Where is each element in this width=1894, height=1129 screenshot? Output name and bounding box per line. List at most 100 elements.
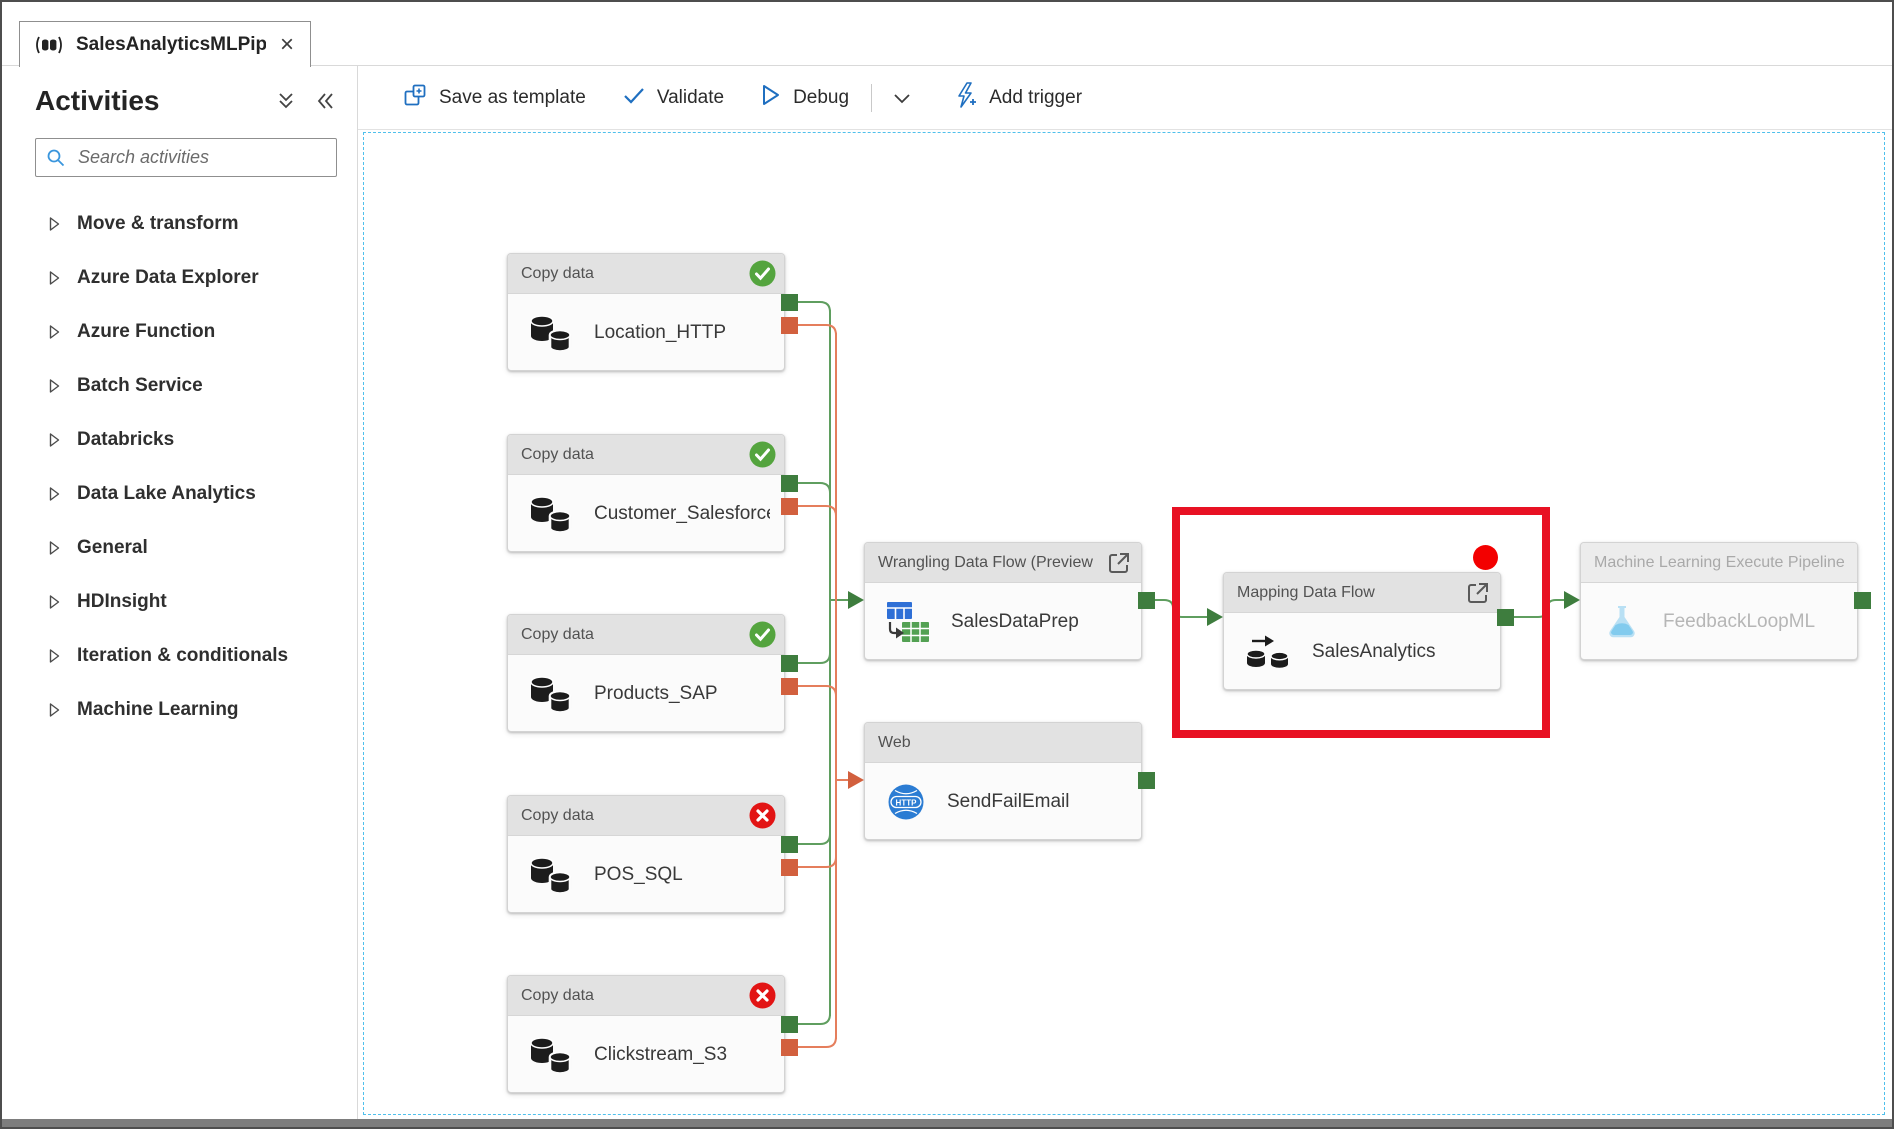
debug-button[interactable]: Debug: [760, 83, 849, 112]
collapse-all-icon[interactable]: [275, 90, 297, 112]
node-name-label: POS_SQL: [594, 863, 683, 885]
sidebar-item-label: Move & transform: [77, 213, 239, 234]
debug-options-chevron-icon[interactable]: [890, 86, 914, 110]
save-as-template-icon: [402, 82, 428, 113]
copy-data-icon: [528, 1034, 574, 1076]
sidebar-item-hdinsight[interactable]: HDInsight: [35, 575, 337, 629]
sidebar-item-label: Databricks: [77, 429, 175, 450]
node-name-label: FeedbackLoopML: [1663, 610, 1816, 632]
svg-text:HTTP: HTTP: [896, 798, 918, 807]
sidebar-item-move-transform[interactable]: Move & transform: [35, 197, 337, 251]
play-icon: [760, 83, 782, 112]
sidebar-item-machine-learning[interactable]: Machine Learning: [35, 683, 337, 737]
copy-data-icon: [528, 493, 574, 535]
sidebar-item-iteration-conditionals[interactable]: Iteration & conditionals: [35, 629, 337, 683]
chevron-right-icon: [48, 270, 61, 286]
chevron-right-icon: [48, 702, 61, 718]
lightning-icon: [954, 82, 978, 113]
status-failed-icon: [749, 802, 776, 829]
save-as-template-button[interactable]: Save as template: [402, 82, 586, 113]
sidebar-item-label: General: [77, 537, 148, 558]
status-failed-icon: [749, 982, 776, 1009]
open-in-new-icon[interactable]: [1105, 549, 1133, 577]
tab-title: SalesAnalyticsMLPip...: [76, 33, 266, 55]
status-success-icon: [749, 621, 776, 648]
checkmark-icon: [622, 84, 646, 111]
copy-data-icon: [528, 312, 574, 354]
sidebar-item-label: Iteration & conditionals: [77, 645, 289, 666]
chevron-right-icon: [48, 648, 61, 664]
add-trigger-button[interactable]: Add trigger: [954, 82, 1082, 113]
node-type-label: Mapping Data Flow: [1237, 583, 1375, 601]
mapping-icon: [1244, 631, 1292, 673]
search-icon: [46, 148, 66, 168]
node-type-label: Copy data: [521, 264, 594, 282]
chevron-right-icon: [48, 594, 61, 610]
chevron-right-icon: [48, 486, 61, 502]
node-name-label: Products_SAP: [594, 682, 718, 704]
copy-data-icon: [528, 854, 574, 896]
pipeline-toolbar: Save as template Validate Debug: [358, 66, 1892, 130]
sidebar-item-label: HDInsight: [77, 591, 167, 612]
node-name-label: SalesDataPrep: [951, 610, 1079, 632]
toolbar-separator: [871, 83, 873, 112]
search-activities-box: [35, 138, 337, 177]
node-name-label: Location_HTTP: [594, 321, 727, 343]
pipeline-icon: [34, 35, 64, 55]
tab-sales-analytics-ml-pipeline[interactable]: SalesAnalyticsMLPip... ×: [19, 21, 311, 67]
sidebar-item-label: Batch Service: [77, 375, 203, 396]
tab-close-icon[interactable]: ×: [279, 30, 294, 58]
node-type-label: Copy data: [521, 625, 594, 643]
activities-title: Activities: [35, 85, 160, 116]
search-activities-input[interactable]: [76, 146, 326, 169]
collapse-panel-icon[interactable]: [315, 90, 337, 112]
chevron-right-icon: [48, 432, 61, 448]
status-success-icon: [749, 260, 776, 287]
sidebar-item-label: Azure Function: [77, 321, 216, 342]
chevron-right-icon: [48, 540, 61, 556]
open-in-new-icon[interactable]: [1464, 579, 1492, 607]
node-name-label: Clickstream_S3: [594, 1043, 728, 1065]
node-type-label: Copy data: [521, 806, 594, 824]
sidebar-item-data-lake-analytics[interactable]: Data Lake Analytics: [35, 467, 337, 521]
sidebar-item-general[interactable]: General: [35, 521, 337, 575]
breakpoint-dot[interactable]: [1473, 545, 1498, 570]
node-type-label: Copy data: [521, 445, 594, 463]
copy-data-icon: [528, 673, 574, 715]
node-name-label: SendFailEmail: [947, 790, 1070, 812]
window-bottom-band: [2, 1119, 1892, 1127]
sidebar-item-label: Machine Learning: [77, 699, 239, 720]
sidebar-item-label: Azure Data Explorer: [77, 267, 259, 288]
node-name-label: Customer_Salesforce: [594, 502, 770, 524]
sidebar-item-azure-function[interactable]: Azure Function: [35, 305, 337, 359]
status-success-icon: [749, 441, 776, 468]
wrangling-icon: [885, 600, 931, 644]
sidebar-item-azure-data-explorer[interactable]: Azure Data Explorer: [35, 251, 337, 305]
chevron-right-icon: [48, 216, 61, 232]
validate-button[interactable]: Validate: [622, 84, 724, 111]
tab-bar: SalesAnalyticsMLPip... ×: [2, 2, 1892, 67]
node-type-label: Web: [878, 733, 911, 751]
ml-flask-icon: [1601, 601, 1643, 643]
sidebar-item-batch-service[interactable]: Batch Service: [35, 359, 337, 413]
node-name-label: SalesAnalytics: [1312, 640, 1436, 662]
web-icon: HTTP: [885, 781, 927, 823]
node-type-label: Machine Learning Execute Pipeline: [1594, 553, 1845, 571]
sidebar-item-databricks[interactable]: Databricks: [35, 413, 337, 467]
node-type-label: Wrangling Data Flow (Preview: [878, 553, 1093, 571]
sidebar-item-label: Data Lake Analytics: [77, 483, 256, 504]
node-type-label: Copy data: [521, 986, 594, 1004]
chevron-right-icon: [48, 324, 61, 340]
